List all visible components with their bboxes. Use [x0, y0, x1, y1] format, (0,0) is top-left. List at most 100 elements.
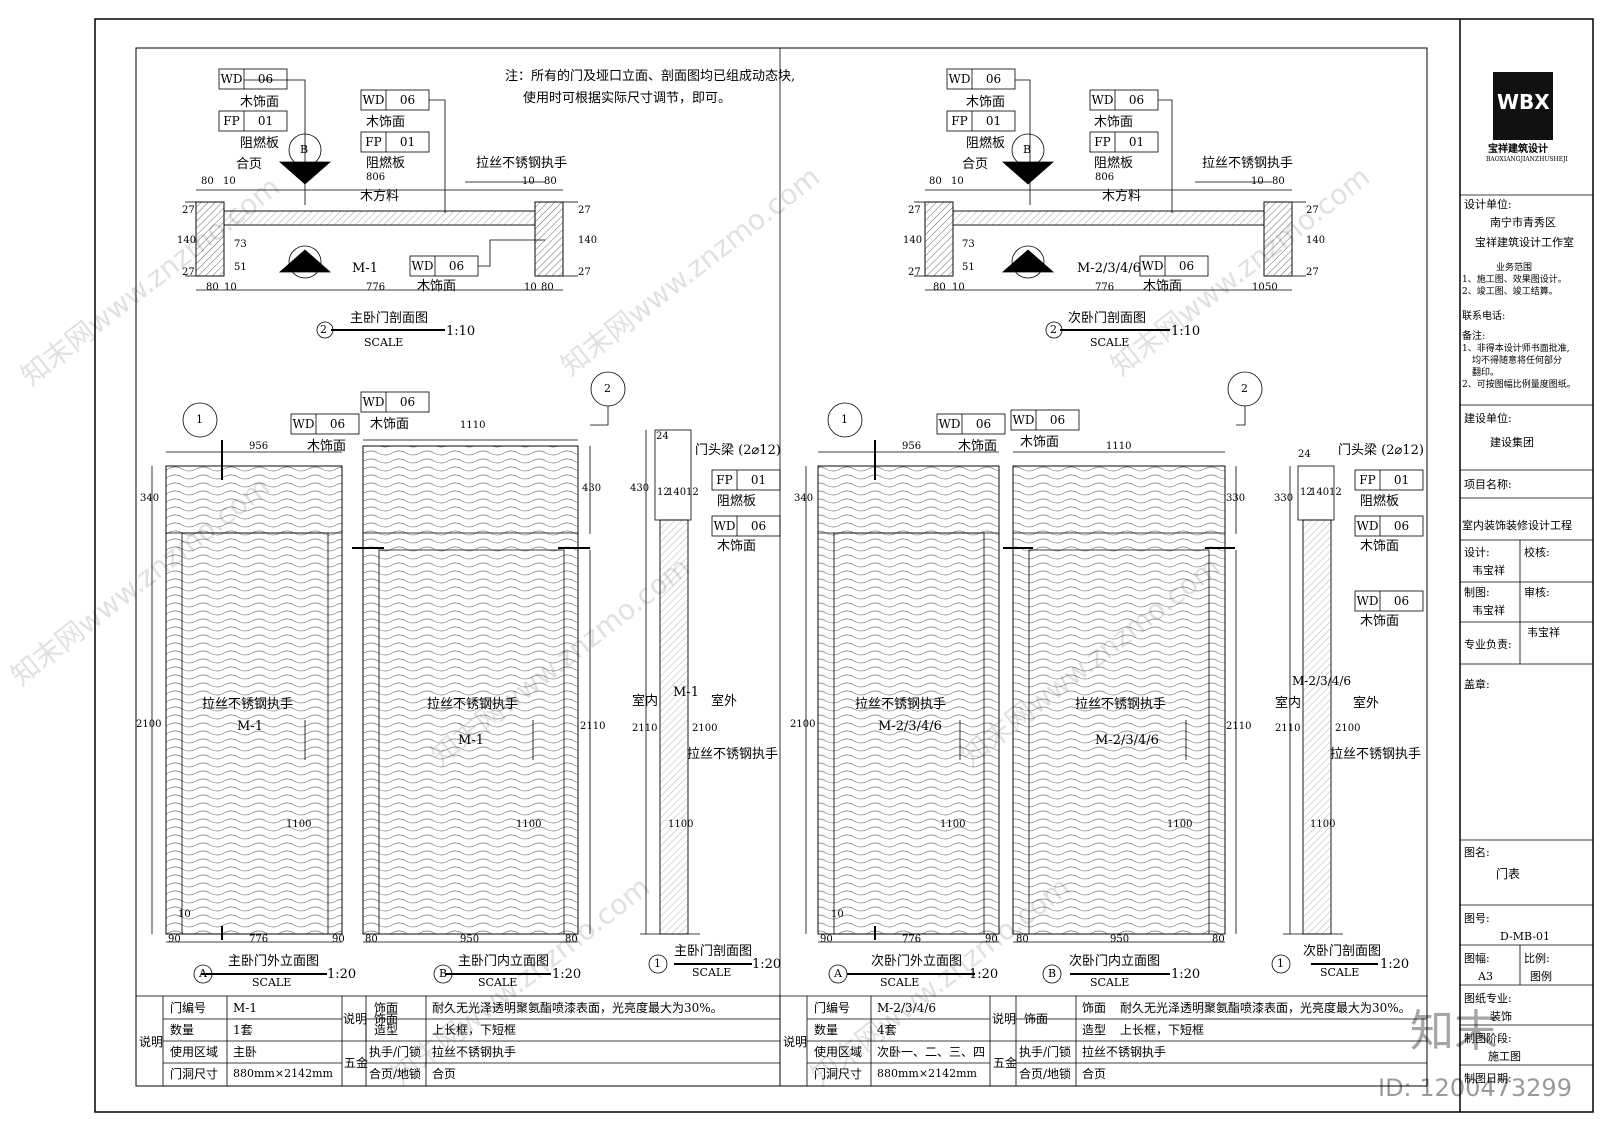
- tag-num: 01: [257, 114, 274, 128]
- callout-letter: B: [1048, 967, 1057, 980]
- dim: 1110: [1106, 441, 1132, 452]
- callout-letter: A: [199, 967, 207, 980]
- dim: 27: [182, 205, 195, 216]
- dim: 806: [1095, 172, 1115, 183]
- tag-num: 01: [750, 473, 767, 487]
- size-label: 图幅:: [1464, 952, 1490, 965]
- tag-code: FP: [223, 114, 240, 128]
- dim: 51: [962, 262, 975, 273]
- dim: 2100: [790, 719, 816, 730]
- label-handle: 拉丝不锈钢执手: [855, 697, 947, 712]
- cell: 说明: [992, 1012, 1017, 1026]
- dim: 27: [1306, 205, 1319, 216]
- dim: 27: [1306, 267, 1319, 278]
- cell: 数量: [814, 1023, 839, 1037]
- dim: 10: [223, 176, 236, 187]
- dim: 2110: [632, 723, 658, 734]
- scope-title: 业务范围: [1496, 263, 1533, 273]
- cell: 说明: [783, 1035, 808, 1049]
- dim: 140: [578, 235, 598, 246]
- dim: 10: [178, 909, 191, 920]
- callout-number: 2: [1241, 382, 1248, 395]
- dim: 90: [820, 934, 833, 945]
- label-wood-finish: 木饰面: [958, 439, 998, 454]
- label-wood-finish: 木饰面: [1360, 614, 1400, 629]
- callout-letter: A: [834, 967, 842, 980]
- scope-1: 1、施工图、效果图设计。: [1462, 275, 1567, 285]
- section-scale: 1:10: [1171, 324, 1201, 339]
- label-wood-finish: 木饰面: [1143, 279, 1183, 294]
- tag-num: 01: [1128, 135, 1145, 149]
- dim: 776: [1095, 282, 1115, 293]
- dim: 80: [1212, 934, 1225, 945]
- door-code: M-2/3/4/6: [1292, 674, 1352, 688]
- label-wood-finish: 木饰面: [240, 95, 280, 110]
- scale-word: SCALE: [364, 336, 404, 349]
- cell: 饰面: [374, 1001, 399, 1015]
- design-unit-label: 设计单位:: [1464, 198, 1512, 211]
- remark-1: 1、非得本设计师书面批准,: [1462, 344, 1570, 354]
- dim: 80: [1272, 176, 1285, 187]
- stage-label: 制图阶段:: [1464, 1032, 1512, 1045]
- seal-label: 盖章:: [1464, 678, 1490, 691]
- discipline-label: 图纸专业:: [1464, 992, 1512, 1005]
- callout-number: 2: [320, 323, 327, 336]
- tag-code: FP: [1094, 135, 1111, 149]
- cell: M-1: [233, 1001, 257, 1015]
- tag-code: WD: [948, 72, 971, 86]
- section-title: 主卧门剖面图: [350, 311, 429, 326]
- cell: 使用区域: [814, 1045, 863, 1059]
- drawing-no-label: 图号:: [1464, 912, 1490, 925]
- tag-num: 06: [257, 72, 274, 86]
- tag-num: 06: [750, 519, 767, 533]
- review-label: 审核:: [1524, 586, 1550, 599]
- tag-num: 06: [1393, 594, 1410, 608]
- section-marker-a: A: [300, 255, 308, 268]
- dim: 27: [182, 267, 195, 278]
- dim: 956: [249, 441, 269, 452]
- tag-num: 06: [1178, 259, 1195, 273]
- dim: 1100: [516, 819, 542, 830]
- dim: 140: [1310, 487, 1330, 498]
- dim: 2100: [136, 719, 162, 730]
- dim: 2100: [1335, 723, 1361, 734]
- dim: 1100: [1167, 819, 1193, 830]
- dim: 27: [578, 205, 591, 216]
- ratio-value: 图例: [1530, 970, 1552, 983]
- cell: 造型: [374, 1023, 399, 1037]
- label-wood-finish: 木饰面: [366, 115, 406, 130]
- design-unit-line1: 南宁市青秀区: [1490, 216, 1556, 229]
- label-outdoor: 室外: [711, 694, 738, 709]
- ratio-label: 比例:: [1524, 952, 1550, 965]
- logo-pinyin: BAOXIANGJIANZHUSHEJI: [1486, 156, 1568, 163]
- tag-code: WD: [411, 259, 434, 273]
- dim: 10: [951, 176, 964, 187]
- elevation-scale: 1:20: [969, 967, 999, 982]
- project-label: 项目名称:: [1464, 478, 1512, 491]
- door-code: M-1: [673, 685, 699, 700]
- cell: 门洞尺寸: [170, 1067, 219, 1081]
- scale-word: SCALE: [1090, 336, 1130, 349]
- side-section-title: 主卧门剖面图: [674, 944, 753, 959]
- dim: 12: [1329, 487, 1342, 498]
- dim: 2110: [580, 721, 606, 732]
- tag-code: FP: [365, 135, 382, 149]
- tag-code: WD: [713, 519, 736, 533]
- label-fire-board: 阻燃板: [366, 156, 406, 171]
- dim: 24: [656, 431, 669, 442]
- cell: 门编号: [170, 1001, 207, 1015]
- schedule-table-left: [135, 995, 781, 1087]
- tag-num: 06: [975, 417, 992, 431]
- dim: 2100: [692, 723, 718, 734]
- tag-code: WD: [362, 395, 385, 409]
- label-lintel: 门头梁 (2⌀12): [695, 443, 781, 458]
- elevation-title: 主卧门外立面图: [228, 954, 320, 969]
- label-wood-finish: 木饰面: [417, 279, 457, 294]
- contact-label: 联系电话:: [1462, 311, 1506, 322]
- check-label: 校核:: [1524, 546, 1550, 559]
- cell: 上长框，下短框: [1120, 1023, 1205, 1037]
- side-section-title: 次卧门剖面图: [1303, 944, 1382, 959]
- cell: 饰面: [1024, 1012, 1049, 1026]
- stage-value: 施工图: [1488, 1050, 1521, 1063]
- dim: 10: [952, 282, 965, 293]
